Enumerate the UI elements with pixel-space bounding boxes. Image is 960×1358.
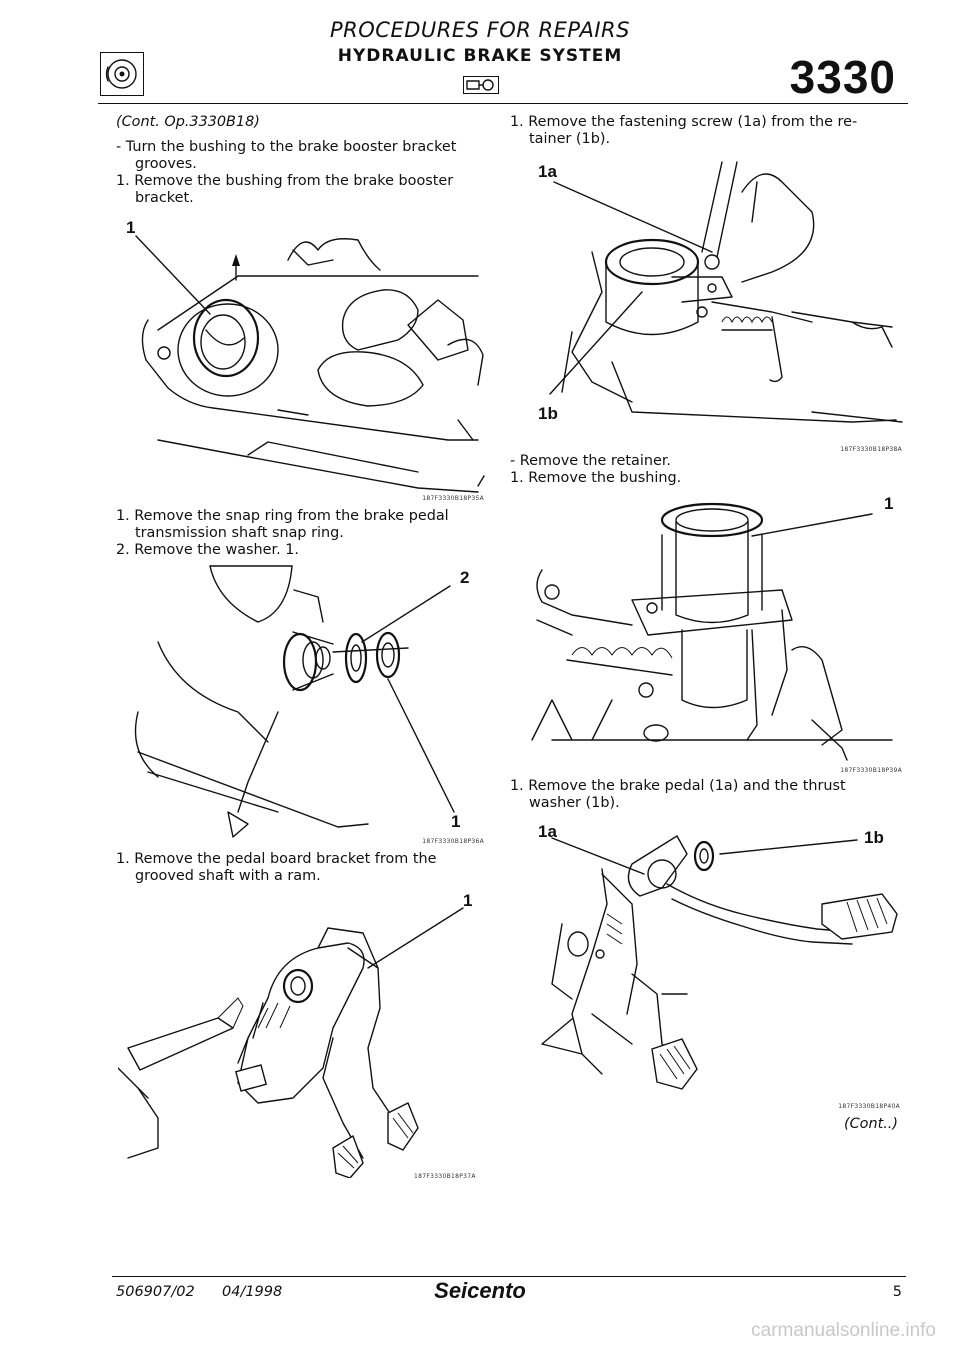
figure-bushing-removal-right: 1 187F3330B18P39A [512,490,906,776]
brake-disc-logo-icon [100,52,144,96]
right-step2-text: - Remove the retainer. 1. Remove the bus… [510,453,904,487]
text-line: 1. Remove the brake pedal (1a) and the t… [510,778,846,794]
callout-label: 1a [538,822,557,841]
text-line: grooves. [135,156,197,172]
text-line: 1. Remove the snap ring from the brake p… [116,508,449,524]
left-step3-text: 1. Remove the pedal board bracket from t… [116,851,488,885]
callout-label: 2 [460,568,470,587]
right-step1-text: 1. Remove the fastening screw (1a) from … [510,114,904,148]
text-line: - Remove the retainer. [510,453,671,469]
text-line: tainer (1b). [529,131,611,147]
brake-system-icon [463,76,499,94]
text-line: 1. Remove the pedal board bracket from t… [116,851,437,867]
callout-label: 1 [463,891,473,910]
text-line: 1. Remove the bushing. [510,470,682,486]
figure-caption: 187F3330B18P36A [422,838,484,845]
figure-caption: 187F3330B18P35A [422,495,484,502]
brand-logo: Seicento [434,1278,526,1303]
continued-note: (Cont..) [844,1116,898,1132]
figure-fastening-screw: 1a 1b 187F3330B18P38A [512,152,906,453]
figure-caption: 187F3330B18P38A [840,446,902,453]
section-subtitle: HYDRAULIC BRAKE SYSTEM [337,46,623,66]
text-line: bracket. [135,190,194,206]
continuation-note: (Cont. Op.3330B18) [116,114,260,130]
watermark: carmanualsonline.info [751,1320,936,1341]
header-divider [98,103,908,104]
page-title: PROCEDURES FOR REPAIRS [330,18,630,42]
text-line: washer (1b). [529,795,620,811]
figure-caption: 187F3330B18P40A [838,1103,900,1110]
text-line: transmission shaft snap ring. [135,525,344,541]
doc-date: 04/1998 [222,1284,283,1300]
text-line: 2. Remove the washer. 1. [116,542,300,558]
figure-pedal-board-bracket: 1 187F3330B18P37A [117,888,488,1180]
figure-caption: 187F3330B18P39A [840,767,902,774]
callout-label: 1 [884,494,894,513]
footer-divider [112,1276,906,1277]
callout-label: 1b [538,404,558,423]
section-code: 3330 [789,51,896,103]
figure-brake-pedal-removal: 1a 1b 187F3330B18P40A [512,814,906,1110]
callout-label: 1 [126,218,136,237]
callout-label: 1 [451,812,461,831]
callout-label: 1a [538,162,557,181]
right-step3-text: 1. Remove the brake pedal (1a) and the t… [510,778,904,812]
text-line: 1. Remove the fastening screw (1a) from … [510,114,858,130]
left-step2-text: 1. Remove the snap ring from the brake p… [116,508,488,559]
text-line: 1. Remove the bushing from the brake boo… [116,173,454,189]
figure-caption: 187F3330B18P37A [414,1173,476,1180]
left-step1-text: - Turn the bushing to the brake booster … [116,139,488,207]
callout-label: 1b [864,828,884,847]
text-line: - Turn the bushing to the brake booster … [116,139,457,155]
figure-bushing-removal: 1 187F3330B18P35A [118,210,488,506]
figure-snap-ring-removal: 2 1 187F3330B18P36A [118,562,488,847]
text-line: grooved shaft with a ram. [135,868,321,884]
doc-number: 506907/02 [116,1284,195,1300]
page-number: 5 [892,1284,902,1300]
